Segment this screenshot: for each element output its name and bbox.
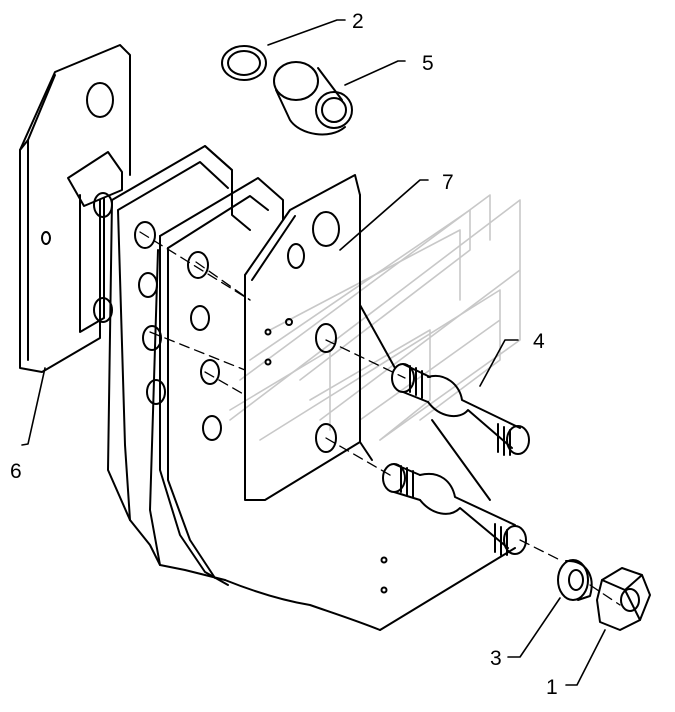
middle-plate [159, 177, 284, 586]
ring-part-2 [221, 45, 267, 81]
callout-5: 5 [422, 52, 434, 75]
callout-6: 6 [10, 460, 22, 483]
lower-pin-part-4 [382, 463, 527, 556]
callout-4: 4 [533, 330, 545, 353]
side-plate-part-6 [19, 44, 131, 373]
callout-1: 1 [546, 676, 558, 699]
callout-2: 2 [352, 10, 364, 33]
bushing-part-5 [273, 61, 353, 136]
front-plate-part-7 [244, 174, 361, 501]
callout-3: 3 [490, 647, 502, 670]
watermark-logo [229, 194, 521, 441]
callout-7: 7 [442, 171, 454, 194]
bracket-small-holes [380, 556, 388, 594]
bracket-web [359, 304, 491, 501]
hex-nut-part-1 [596, 567, 651, 631]
callout-labels: 1 2 3 4 5 6 7 [10, 10, 558, 699]
back-plate-holes [134, 221, 166, 405]
leader-lines [21, 19, 606, 686]
bracket-body [107, 145, 516, 631]
upper-pin-part-4 [391, 363, 530, 456]
assembly-axis-lines [139, 231, 621, 606]
washer-part-3 [557, 559, 593, 601]
